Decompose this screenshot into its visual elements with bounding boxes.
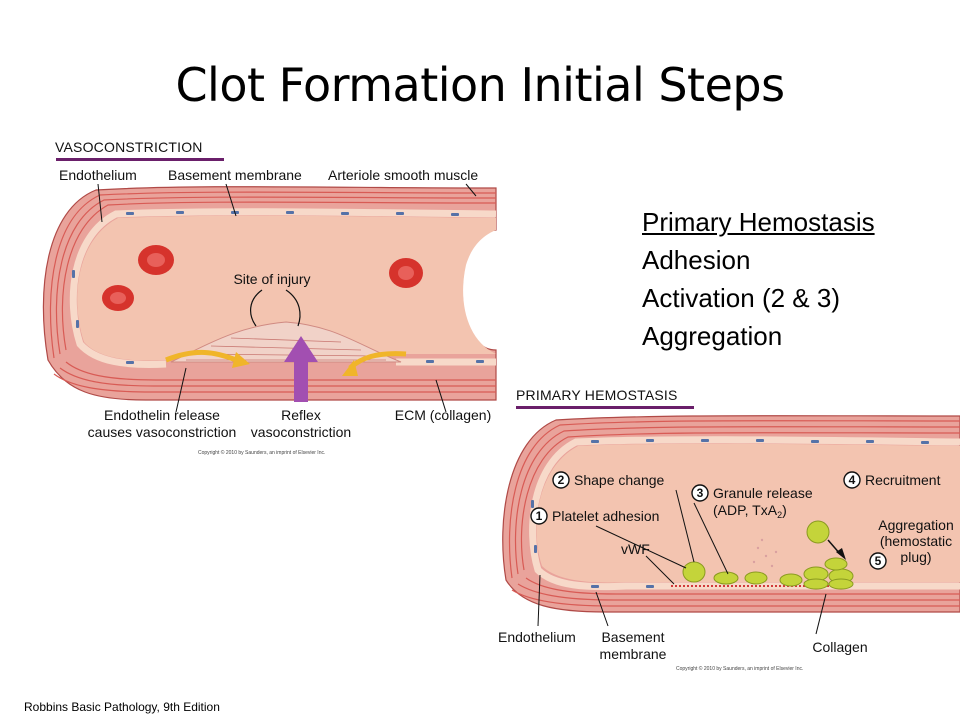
endothelin-label-line2: causes vasoconstriction xyxy=(88,424,237,440)
step-item: Aggregation xyxy=(642,321,783,351)
endothelial-lining xyxy=(529,436,960,591)
reflex-label-line1: Reflex xyxy=(281,407,321,423)
copyright-text: Copyright © 2010 by Saunders, an imprint… xyxy=(198,449,325,456)
copyright-text: Copyright © 2010 by Saunders, an imprint… xyxy=(676,665,803,672)
step-5-number: 5 xyxy=(875,554,882,568)
endothelin-arrow xyxy=(165,349,237,363)
reflex-arrowhead xyxy=(284,336,318,362)
injury-pointer-left xyxy=(250,289,263,327)
recruitment-arrowhead xyxy=(836,548,846,560)
header-rule xyxy=(516,406,694,409)
leader-lines xyxy=(537,489,827,635)
injury-pointer-right xyxy=(285,289,301,327)
ecm-arrowhead xyxy=(342,360,358,376)
steps-heading: Primary Hemostasis xyxy=(642,207,875,237)
granule-dots xyxy=(752,538,778,568)
granule-release-label: Granule release xyxy=(713,485,813,501)
endothelial-nuclei xyxy=(72,211,484,364)
red-blood-cells xyxy=(102,245,423,311)
primary-hemostasis-diagram: PRIMARY HEMOSTASIS xyxy=(498,387,960,672)
aggregation-label-line3: plug) xyxy=(900,549,931,565)
basement-membrane-label: Basement membrane xyxy=(168,167,302,183)
step-3-badge xyxy=(691,484,709,502)
leader-lines xyxy=(97,183,477,413)
ecm-label: ECM (collagen) xyxy=(395,407,491,423)
site-of-injury-label: Site of injury xyxy=(233,271,310,287)
step-4-number: 4 xyxy=(849,473,856,487)
step-item: Adhesion xyxy=(642,245,751,275)
slide-title: Clot Formation Initial Steps xyxy=(175,58,785,112)
smooth-muscle-lines xyxy=(49,191,497,393)
granule-release-sublabel: (ADP, TxA2) xyxy=(713,502,787,520)
reflex-label-line2: vasoconstriction xyxy=(251,424,351,440)
step-1-badge xyxy=(530,507,548,525)
step-item: Activation (2 & 3) xyxy=(642,283,840,313)
step-2-badge xyxy=(552,471,570,489)
collagen-label: Collagen xyxy=(812,639,867,655)
endothelium-label: Endothelium xyxy=(498,629,576,645)
step-2-number: 2 xyxy=(558,473,565,487)
aggregation-label-line1: Aggregation xyxy=(878,517,954,533)
basement-membrane-label-line1: Basement xyxy=(601,629,664,645)
shape-change-label: Shape change xyxy=(574,472,665,488)
hemostasis-steps: Primary Hemostasis Adhesion Activation (… xyxy=(642,203,875,355)
endothelial-nuclei xyxy=(531,439,929,588)
step-3-number: 3 xyxy=(697,486,704,500)
citation: Robbins Basic Pathology, 9th Edition xyxy=(24,700,220,714)
platelets xyxy=(682,520,854,590)
primary-hemostasis-header: PRIMARY HEMOSTASIS xyxy=(516,387,678,403)
vwf-label: vWF xyxy=(621,541,650,557)
vasoconstriction-panel: VASOCONSTRICTION Endothelium Basement me… xyxy=(36,130,500,460)
header-rule xyxy=(56,158,224,161)
platelet-adhesion-label: Platelet adhesion xyxy=(552,508,659,524)
endothelin-arrowhead xyxy=(232,352,250,368)
step-5-badge xyxy=(869,552,887,570)
recruitment-label: Recruitment xyxy=(865,472,941,488)
endothelium-label: Endothelium xyxy=(59,167,137,183)
primary-hemostasis-panel: PRIMARY HEMOSTASIS xyxy=(496,380,960,676)
injury-site-collagen xyxy=(170,321,402,363)
step-1-number: 1 xyxy=(536,509,543,523)
vasoconstriction-diagram: VASOCONSTRICTION Endothelium Basement me… xyxy=(42,139,497,456)
vessel-lumen xyxy=(77,215,497,361)
smooth-muscle-lines xyxy=(508,420,960,607)
aggregation-label-line2: (hemostatic xyxy=(880,533,952,549)
step-4-badge xyxy=(843,471,861,489)
arteriole-smooth-muscle-label: Arteriole smooth muscle xyxy=(328,167,478,183)
endothelin-label-line1: Endothelin release xyxy=(104,407,220,423)
vasoconstriction-header: VASOCONSTRICTION xyxy=(55,139,203,155)
basement-membrane-label-line2: membrane xyxy=(600,646,667,662)
reflex-arrow-shaft xyxy=(294,358,308,402)
